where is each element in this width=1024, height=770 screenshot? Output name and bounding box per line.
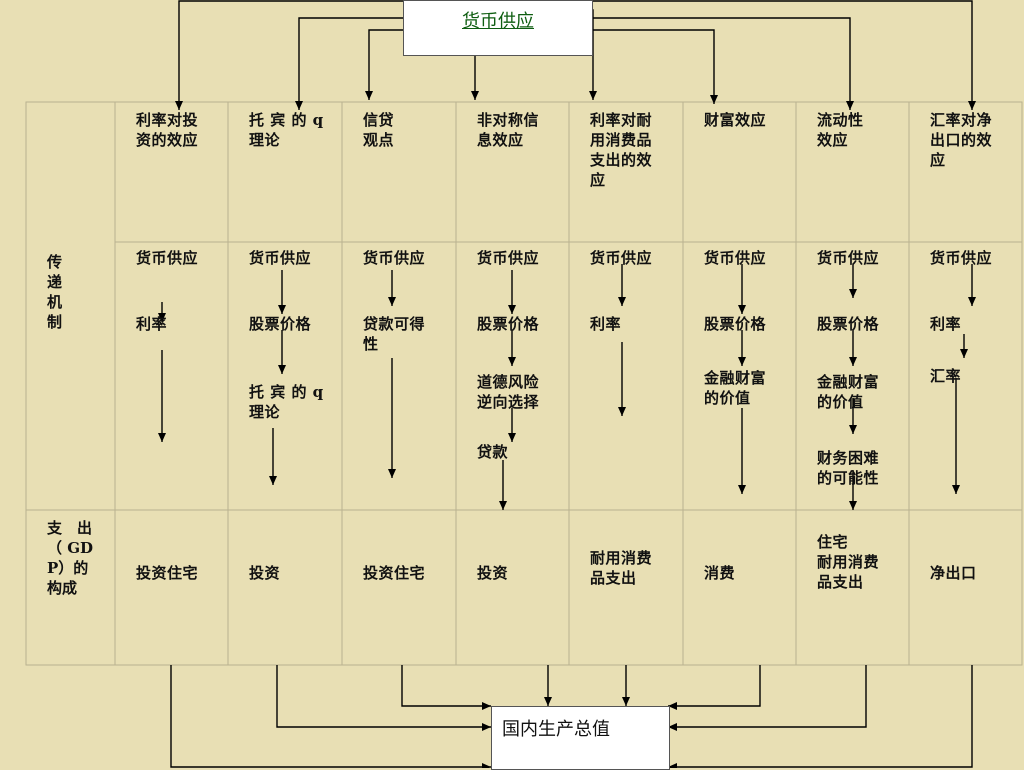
transmission-step: 汇率 (930, 367, 962, 385)
gdp-connector (401, 665, 491, 710)
gdp-box: 国内生产总值 (491, 706, 670, 770)
spending-component: 耐用消费 品支出 (590, 549, 653, 587)
transmission-step: 股票价格 (704, 315, 767, 333)
transmission-step: 利率 (930, 315, 962, 333)
transmission-step: 贷款可得 性 (363, 315, 426, 353)
spending-component: 投资 (477, 564, 509, 582)
transmission-step: 股票价格 (249, 315, 312, 333)
transmission-step: 货币供应 (363, 249, 426, 267)
transmission-step: 金融财富 的价值 (817, 373, 880, 411)
column-header: 汇率对净 出口的效 应 (930, 111, 993, 169)
gdp-title: 国内生产总值 (502, 719, 610, 740)
transmission-step: 货币供应 (590, 249, 653, 267)
transmission-step: 利率 (136, 315, 168, 333)
transmission-step: 托 宾 的 q 理论 (249, 383, 324, 421)
transmission-step: 货币供应 (249, 249, 312, 267)
transmission-step: 货币供应 (136, 249, 199, 267)
gdp-connector (668, 665, 973, 768)
spending-label-line: 支 出 (47, 519, 93, 537)
spending-component: 消费 (704, 564, 736, 582)
transmission-step: 货币供应 (930, 249, 993, 267)
column-header: 非对称信 息效应 (477, 111, 540, 149)
spending-component: 住宅 耐用消费 品支出 (817, 533, 880, 591)
gdp-connector (668, 665, 867, 731)
gdp-connector (668, 665, 761, 710)
spending-label-line: 构成 (47, 579, 78, 597)
transmission-step: 贷款 (477, 443, 509, 461)
column-header: 财富效应 (704, 111, 767, 129)
spending-component: 投资 (249, 564, 281, 582)
transmission-step: 利率 (590, 315, 622, 333)
mechanism-label-char: 制 (47, 313, 63, 331)
column-header: 托 宾 的 q 理论 (249, 111, 324, 149)
transmission-step: 股票价格 (477, 315, 540, 333)
spending-component: 投资住宅 (363, 564, 426, 582)
spending-row-label: 支 出 （ GD P）的 构成 (47, 518, 93, 598)
column-header: 利率对耐 用消费品 支出的效 应 (590, 111, 653, 189)
gdp-connector (276, 665, 491, 731)
money-supply-connector (591, 0, 976, 110)
mechanism-label-char: 传 (47, 253, 63, 271)
transmission-step: 股票价格 (817, 315, 880, 333)
column-header: 流动性 效应 (817, 111, 864, 149)
table-border (25, 101, 1023, 666)
mechanism-label-char: 机 (47, 293, 63, 311)
column-header: 信贷 观点 (363, 111, 395, 149)
transmission-step: 财务困难 的可能性 (817, 449, 880, 487)
money-supply-box: 货币供应 (403, 0, 593, 56)
money-supply-connector (591, 17, 854, 110)
spending-label-line: （ GD (47, 539, 94, 557)
spending-component: 投资住宅 (136, 564, 199, 582)
transmission-step: 货币供应 (817, 249, 880, 267)
gdp-connector (170, 665, 491, 768)
money-supply-connector (591, 29, 718, 104)
spending-label-line: P）的 (47, 559, 89, 577)
transmission-step: 道德风险 逆向选择 (477, 373, 540, 411)
money-supply-connector (295, 17, 403, 110)
spending-component: 净出口 (930, 564, 977, 582)
mechanism-label-char: 递 (47, 273, 63, 291)
money-supply-title[interactable]: 货币供应 (462, 11, 534, 32)
mechanism-row-label: 传 递 机 制 (47, 252, 62, 332)
money-supply-connector (175, 0, 403, 110)
transmission-step: 金融财富 的价值 (704, 369, 767, 407)
money-supply-connector (365, 29, 403, 100)
column-header: 利率对投 资的效应 (136, 111, 199, 149)
transmission-step: 货币供应 (477, 249, 540, 267)
transmission-step: 货币供应 (704, 249, 767, 267)
